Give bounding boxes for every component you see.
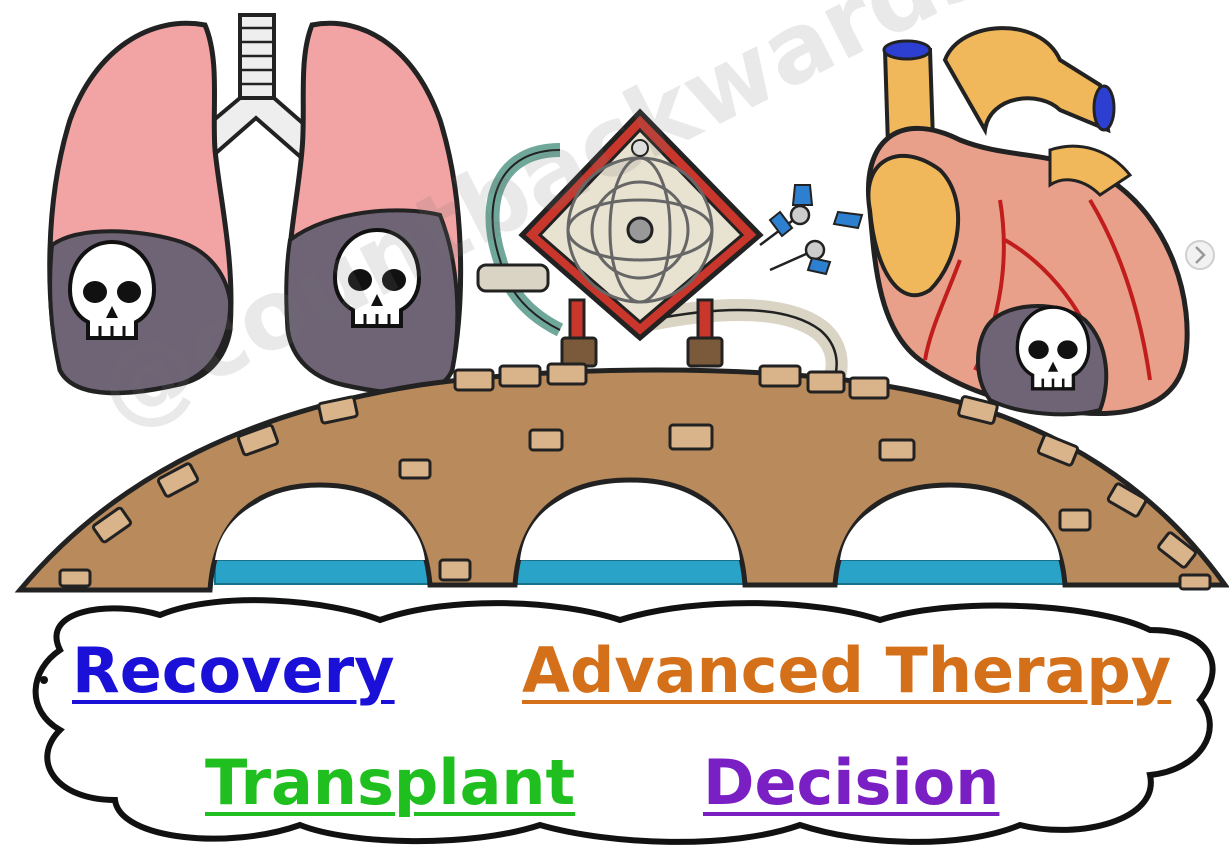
chevron-right-icon[interactable] <box>1186 241 1214 269</box>
label-decision: Decision <box>703 752 999 814</box>
label-recovery: Recovery <box>72 640 395 702</box>
label-transplant: Transplant <box>205 752 575 814</box>
water-icon <box>215 560 1065 584</box>
label-advanced-therapy: Advanced Therapy <box>522 640 1171 702</box>
